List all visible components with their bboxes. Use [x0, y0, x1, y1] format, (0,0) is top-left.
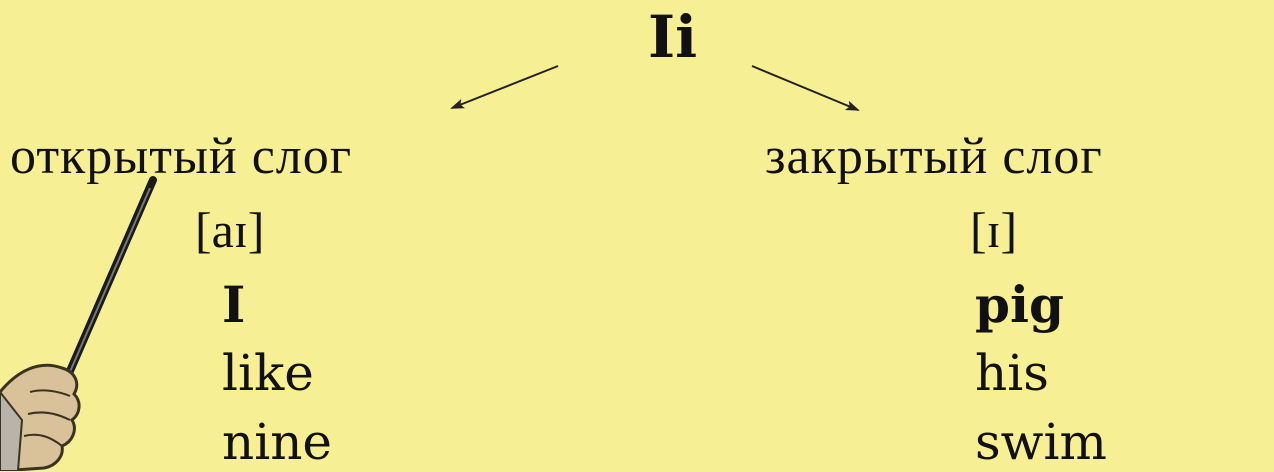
arrow-to-closed-syllable [751, 65, 860, 111]
letter-title: Ii [648, 3, 698, 71]
open-syllable-word: like [222, 344, 314, 402]
closed-syllable-word: swim [975, 413, 1107, 471]
open-syllable-transcription: [aɪ] [195, 202, 265, 258]
open-syllable-word: I [222, 275, 246, 334]
closed-syllable-heading: закрытый слог [765, 128, 1103, 185]
closed-syllable-word: pig [975, 275, 1064, 334]
open-syllable-heading: открытый слог [10, 128, 353, 185]
closed-syllable-transcription: [ɪ] [970, 202, 1018, 258]
hand-with-pointer-icon [0, 176, 157, 471]
open-syllable-word: nine [222, 413, 332, 471]
closed-syllable-word: his [975, 344, 1049, 402]
arrow-to-open-syllable [450, 65, 559, 109]
